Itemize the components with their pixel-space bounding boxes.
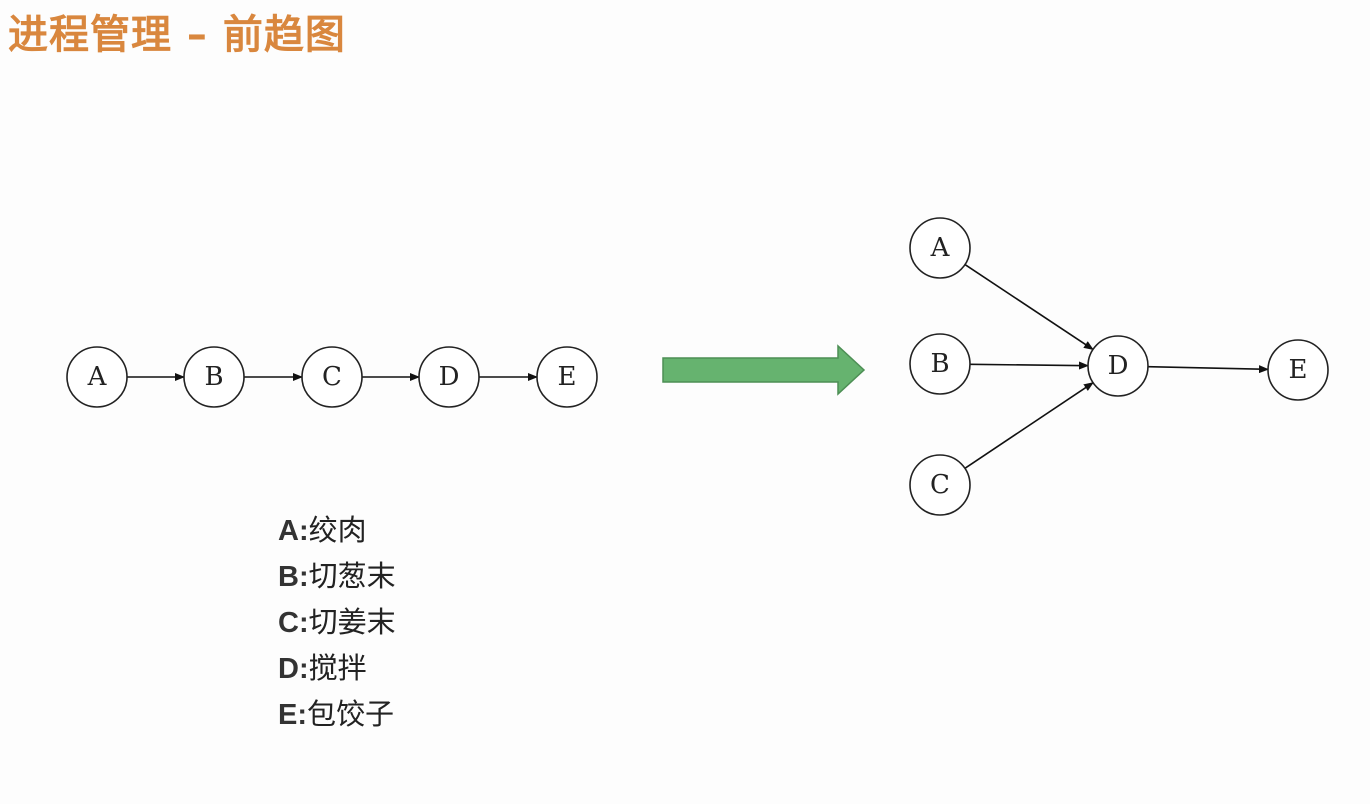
left-node-a: A — [66, 346, 128, 408]
legend-key: E — [278, 699, 298, 731]
node-circle — [909, 454, 971, 516]
legend-sep: : — [298, 561, 309, 593]
legend-item: B:切葱末 — [278, 554, 396, 600]
node-label: C — [930, 470, 950, 500]
left-node-e: E — [536, 346, 598, 408]
legend-label: 切姜末 — [308, 605, 396, 639]
right-edge-a-d — [964, 263, 1094, 351]
node-circle — [1087, 335, 1149, 397]
node-label: E — [1289, 355, 1308, 385]
legend-sep: : — [298, 653, 309, 685]
legend-label: 包饺子 — [307, 697, 395, 731]
left-node-c: C — [301, 346, 363, 408]
node-circle — [66, 346, 128, 408]
node-circle — [909, 333, 971, 395]
legend-label: 搅拌 — [308, 651, 367, 685]
right-edge-d-e — [1147, 365, 1270, 374]
transform-arrow — [662, 344, 866, 396]
node-circle — [536, 346, 598, 408]
legend-item: C:切姜末 — [278, 600, 396, 646]
legend-sep: : — [298, 607, 309, 639]
legend-key: D — [278, 653, 299, 685]
right-edge-c-d — [964, 382, 1094, 469]
node-label: A — [930, 233, 951, 263]
legend-item: A:绞肉 — [278, 508, 396, 554]
right-node-b: B — [909, 333, 971, 395]
legend: A:绞肉 B:切葱末 C:切姜末 D:搅拌 E:包饺子 — [278, 508, 396, 738]
node-circle — [1267, 339, 1329, 401]
right-node-c: C — [909, 454, 971, 516]
right-node-d: D — [1087, 335, 1149, 397]
legend-label: 切葱末 — [308, 559, 396, 593]
node-circle — [909, 217, 971, 279]
node-label: D — [1108, 351, 1129, 381]
right-edge-b-d — [969, 361, 1090, 370]
node-circle — [301, 346, 363, 408]
node-circle — [418, 346, 480, 408]
node-circle — [183, 346, 245, 408]
legend-key: C — [278, 607, 299, 639]
node-label: A — [87, 362, 108, 392]
node-label: D — [439, 362, 460, 392]
node-label: C — [322, 362, 342, 392]
legend-item: D:搅拌 — [278, 646, 396, 692]
legend-item: E:包饺子 — [278, 692, 396, 738]
legend-sep: : — [298, 515, 309, 547]
node-label: E — [558, 362, 577, 392]
node-label: B — [204, 362, 223, 392]
legend-sep: : — [297, 699, 308, 731]
right-node-a: A — [909, 217, 971, 279]
legend-key: B — [278, 561, 299, 593]
left-node-d: D — [418, 346, 480, 408]
left-node-b: B — [183, 346, 245, 408]
node-label: B — [930, 349, 949, 379]
slide-title: 进程管理 – 前趋图 — [8, 12, 346, 58]
legend-key: A — [278, 515, 299, 547]
legend-label: 绞肉 — [308, 513, 367, 547]
right-node-e: E — [1267, 339, 1329, 401]
